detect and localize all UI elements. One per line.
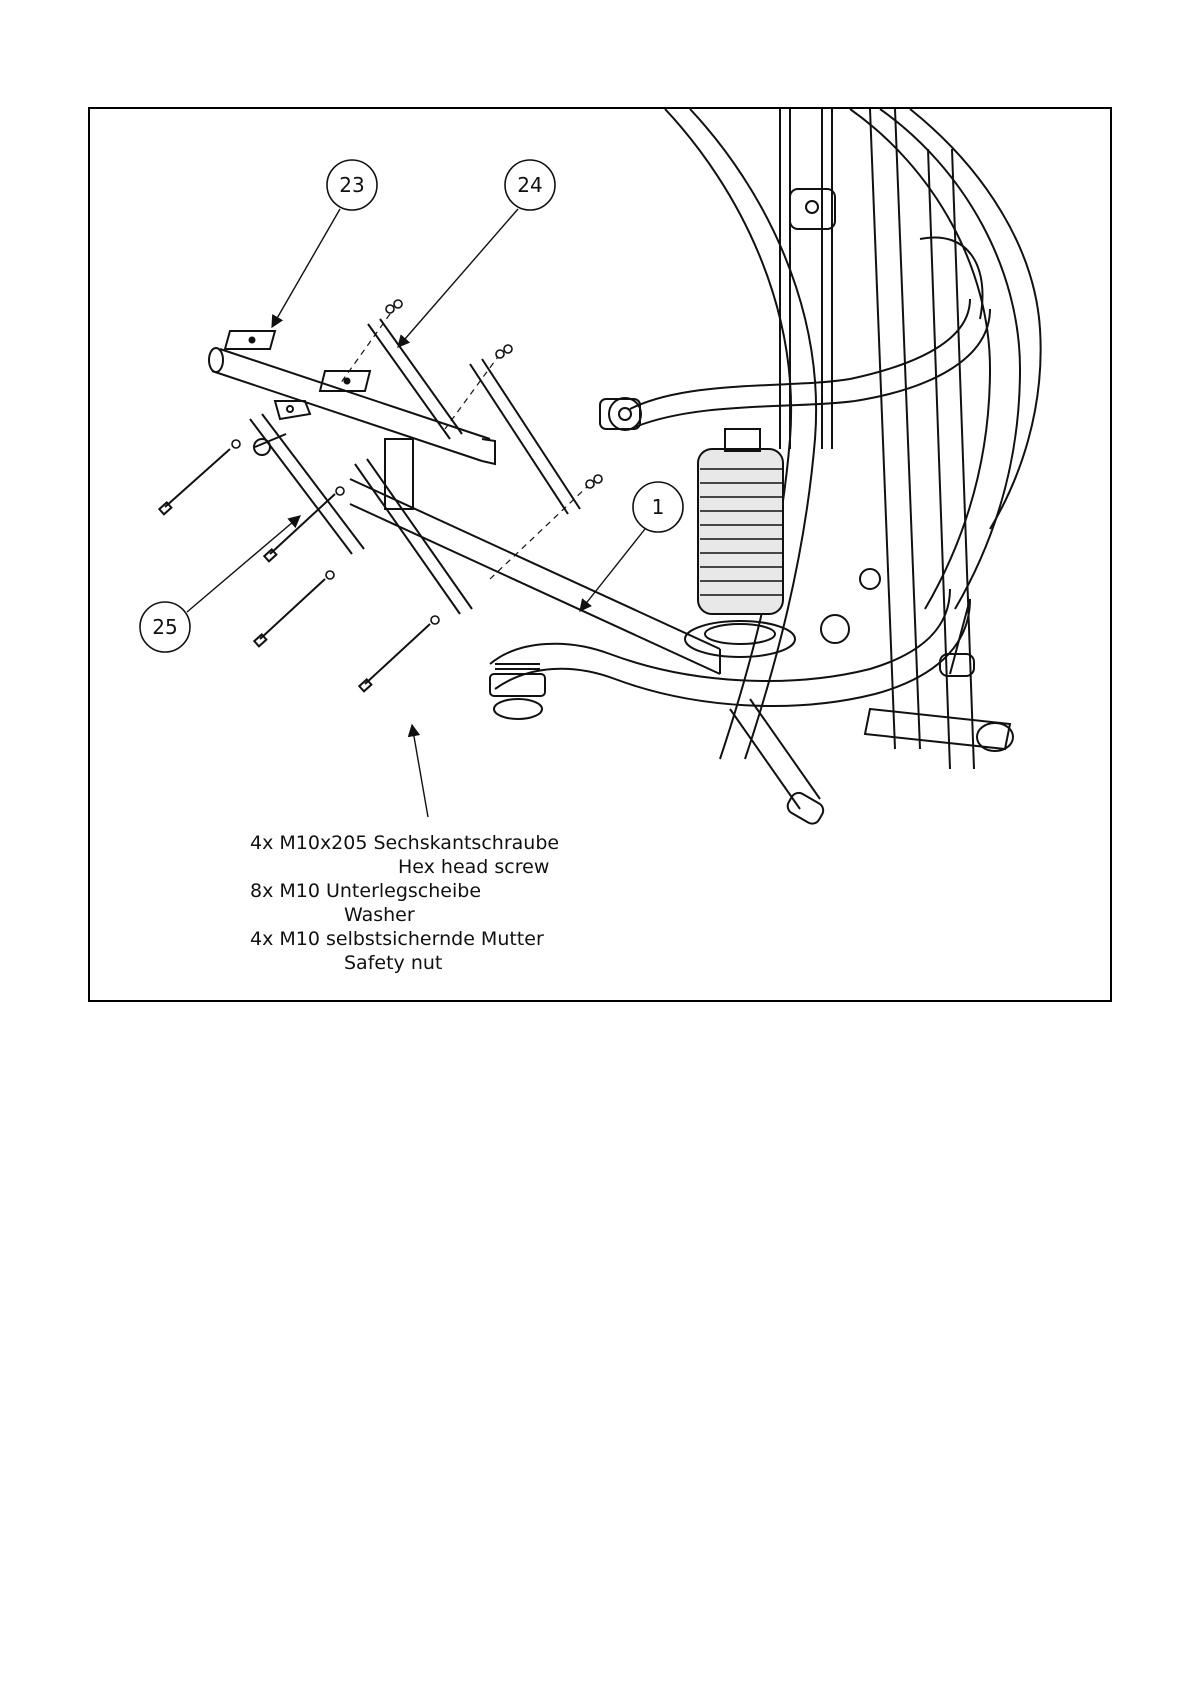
crossbar-part-25-front <box>250 414 472 614</box>
legend-washer-de: 8x M10 Unterlegscheibe <box>250 879 559 903</box>
svg-text:24: 24 <box>517 173 542 197</box>
callout-23: 23 <box>272 160 377 327</box>
svg-text:25: 25 <box>152 615 177 639</box>
washers-nuts <box>232 300 602 624</box>
machine-frame <box>490 109 1041 827</box>
foot-pad <box>490 664 545 719</box>
svg-text:1: 1 <box>652 495 665 519</box>
seat-frame-part-23 <box>209 331 495 464</box>
legend-nut-en: Safety nut <box>250 951 559 975</box>
bolt-4 <box>359 624 430 691</box>
callout-25: 25 <box>140 516 300 652</box>
legend-nut-de: 4x M10 selbstsichernde Mutter <box>250 927 559 951</box>
main-frame-part-1 <box>350 439 720 674</box>
bolt-2 <box>264 494 335 561</box>
alignment-lines <box>340 314 590 579</box>
legend-washer-en: Washer <box>250 903 559 927</box>
assembly-figure: 23 24 1 25 4x M10x205 Sechskantschraube … <box>88 107 1112 1002</box>
legend-screw-en: Hex head screw <box>250 855 559 879</box>
bolt-3 <box>254 579 325 646</box>
bolt-1 <box>159 449 230 514</box>
svg-text:23: 23 <box>339 173 364 197</box>
callout-1: 1 <box>580 482 683 611</box>
callout-24: 24 <box>398 160 555 347</box>
legend-screw-de: 4x M10x205 Sechskantschraube <box>250 831 559 855</box>
assembly-drawing: 23 24 1 25 <box>90 109 1110 1000</box>
crossbar-part-24-rear <box>368 319 580 514</box>
legend-pointer <box>412 725 428 817</box>
bolts <box>159 449 430 691</box>
parts-legend: 4x M10x205 Sechskantschraube Hex head sc… <box>250 831 559 975</box>
